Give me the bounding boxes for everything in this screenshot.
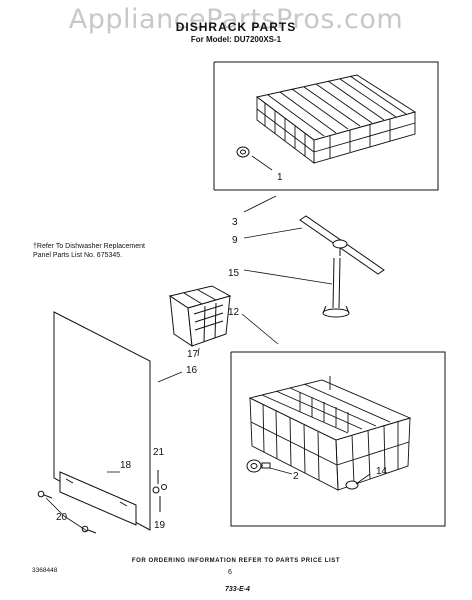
doc-number: 3368448 (32, 567, 58, 574)
screws-part-20 (37, 490, 97, 534)
trim-strip-part-18 (59, 471, 137, 526)
model-subtitle: For Model: DU7200XS-1 (190, 35, 282, 44)
callout-16: 16 (186, 365, 198, 376)
rack-wheel-part-1 (236, 146, 250, 158)
callout-17: 17 (187, 349, 199, 360)
fasteners-part-19-21 (152, 470, 167, 512)
callout-12: 12 (228, 307, 240, 318)
callout-2: 2 (293, 471, 299, 482)
page-title: DISHRACK PARTS (175, 20, 297, 34)
footer-code: 733-E-4 (225, 586, 250, 593)
page-number: 6 (228, 569, 232, 576)
callout-21: 21 (153, 447, 165, 458)
lower-rack-wheel-part-2 (246, 459, 271, 473)
watermark: AppliancePartsPros.com (68, 4, 404, 35)
callout-15: 15 (228, 268, 240, 279)
leader-lines (45, 195, 371, 532)
spray-arm-part-9 (299, 215, 385, 275)
ordering-info: FOR ORDERING INFORMATION REFER TO PARTS … (131, 558, 341, 564)
callout-1: 1 (277, 172, 283, 183)
door-panel-part-16 (53, 311, 151, 531)
callout-20: 20 (56, 512, 68, 523)
replacement-note: †Refer To Dishwasher Replacement Panel P… (33, 242, 173, 260)
callout-19: 19 (154, 520, 166, 531)
note-line-2: Panel Parts List No. 675345. (33, 252, 123, 259)
callout-9: 9 (232, 235, 238, 246)
spray-tower-part-15 (322, 257, 350, 318)
rack-stop-part-14 (345, 480, 359, 490)
callout-14: 14 (376, 466, 388, 477)
silverware-basket-part-17 (168, 285, 232, 348)
lower-dishrack (248, 376, 412, 491)
upper-dishrack (255, 74, 417, 164)
callout-18: 18 (120, 460, 132, 471)
callout-3: 3 (232, 217, 238, 228)
upper-rack-box (213, 61, 439, 191)
note-line-1: †Refer To Dishwasher Replacement (33, 243, 145, 250)
lower-rack-box (230, 351, 446, 527)
